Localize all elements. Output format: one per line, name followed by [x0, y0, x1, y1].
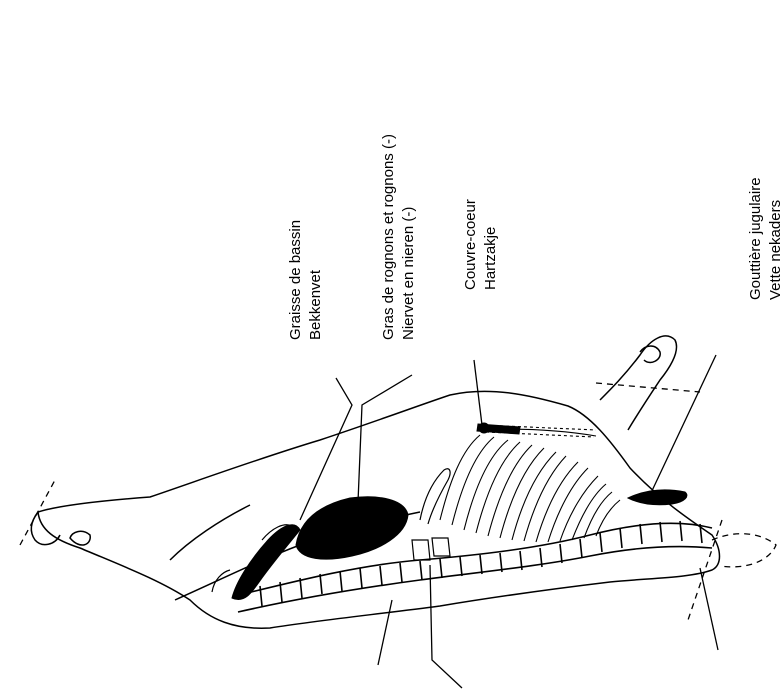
- foreleg: [600, 336, 677, 430]
- kidney-fat: [296, 497, 408, 559]
- hind-leg-oval: [70, 531, 90, 545]
- label-couvre-coeur-nl: Hartzakje: [482, 227, 499, 290]
- inner-fold: [170, 505, 250, 560]
- ribs: [440, 425, 620, 542]
- label-graisse-de-bassin-fr: Graisse de bassin: [287, 220, 304, 340]
- label-gouttiere-jugulaire-nl: Vette nekaders: [767, 200, 782, 300]
- vertebra-detail-a: [412, 540, 430, 560]
- leader-bottom-center: [430, 565, 462, 688]
- label-gouttiere-jugulaire: Gouttière jugulaire Vette nekaders: [747, 177, 782, 300]
- label-gras-de-rognons: Gras de rognons et rognons (-) Niervet e…: [380, 134, 417, 340]
- vertebra-detail-b: [432, 538, 450, 556]
- carcass-outline: [31, 336, 719, 628]
- head-outline: [712, 534, 776, 567]
- foreleg-tip: [640, 346, 660, 362]
- leader-gouttiere-jugulaire: [650, 355, 716, 495]
- inner-curve-c: [420, 469, 450, 524]
- leader-bottom-right: [700, 568, 718, 650]
- label-graisse-de-bassin: Graisse de bassin Bekkenvet: [287, 220, 324, 340]
- leader-bottom-left: [378, 600, 392, 665]
- rib-lines: [440, 435, 620, 542]
- inner-curve-a: [212, 570, 230, 592]
- leader-couvre-coeur: [474, 360, 482, 425]
- jugular-fat: [628, 490, 687, 505]
- cut-line-hind: [20, 480, 55, 545]
- label-gras-de-rognons-fr: Gras de rognons et rognons (-): [380, 134, 397, 340]
- fat-deposits: [232, 423, 687, 600]
- leader-gras-de-rognons: [358, 375, 412, 502]
- label-couvre-coeur-fr: Couvre-coeur: [462, 199, 479, 290]
- label-gouttiere-jugulaire-fr: Gouttière jugulaire: [747, 177, 764, 300]
- label-couvre-coeur: Couvre-coeur Hartzakje: [462, 199, 499, 290]
- label-graisse-de-bassin-nl: Bekkenvet: [307, 269, 324, 340]
- leader-graisse-de-bassin: [300, 378, 352, 520]
- label-gras-de-rognons-nl: Niervet en nieren (-): [400, 207, 417, 340]
- cut-line-neck: [688, 520, 722, 620]
- heart-cover-dot: [479, 423, 489, 433]
